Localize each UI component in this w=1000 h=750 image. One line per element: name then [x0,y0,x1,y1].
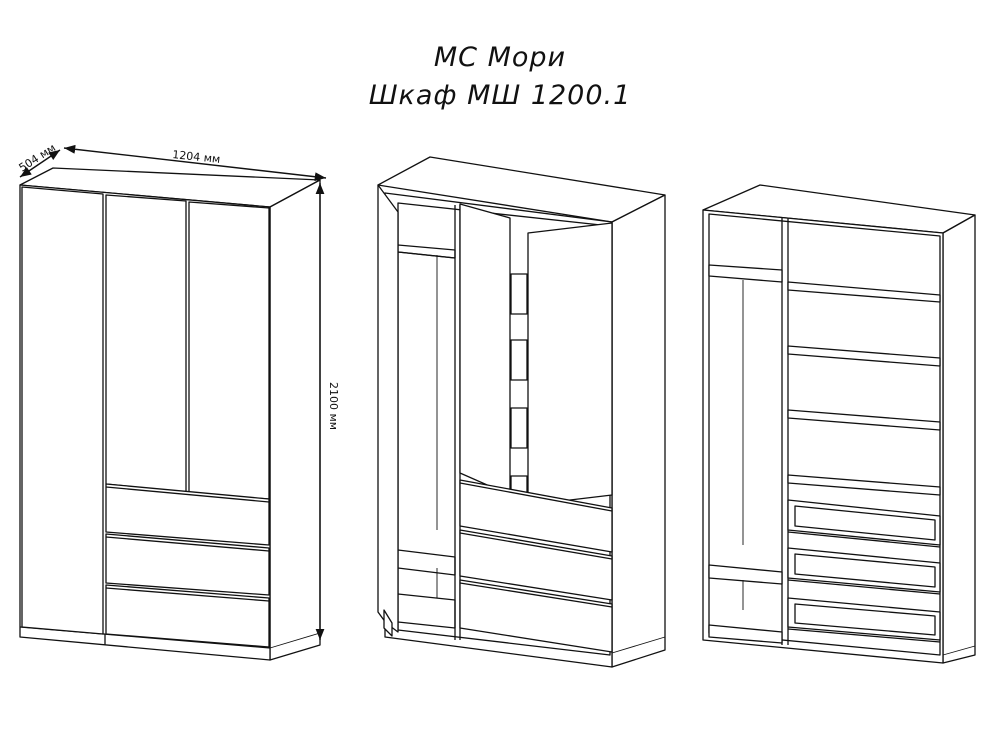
open-drawer-middle [787,547,941,595]
closed-wardrobe-view [19,167,321,661]
interior-view [702,184,976,664]
open-view-drawer-bottom [459,579,613,653]
product-series-title: МС Мори [433,42,567,73]
open-drawer-bottom [787,597,941,643]
drawer-bottom [105,584,270,648]
width-label: 1204 мм [172,148,221,166]
height-label: 2100 мм [327,382,340,430]
left-door-open [377,184,399,633]
open-drawer-top [787,499,941,548]
middle-door [105,194,187,493]
drawer-middle [105,533,270,596]
open-doors-view [377,156,666,668]
open-view-drawer-top [459,479,613,553]
drawer-top [105,483,270,546]
right-door [188,201,270,500]
right-door-open [527,222,613,506]
open-view-drawer-middle [459,529,613,601]
product-model-title: Шкаф МШ 1200.1 [368,80,632,111]
middle-door-open [459,203,511,496]
left-door [21,186,104,635]
